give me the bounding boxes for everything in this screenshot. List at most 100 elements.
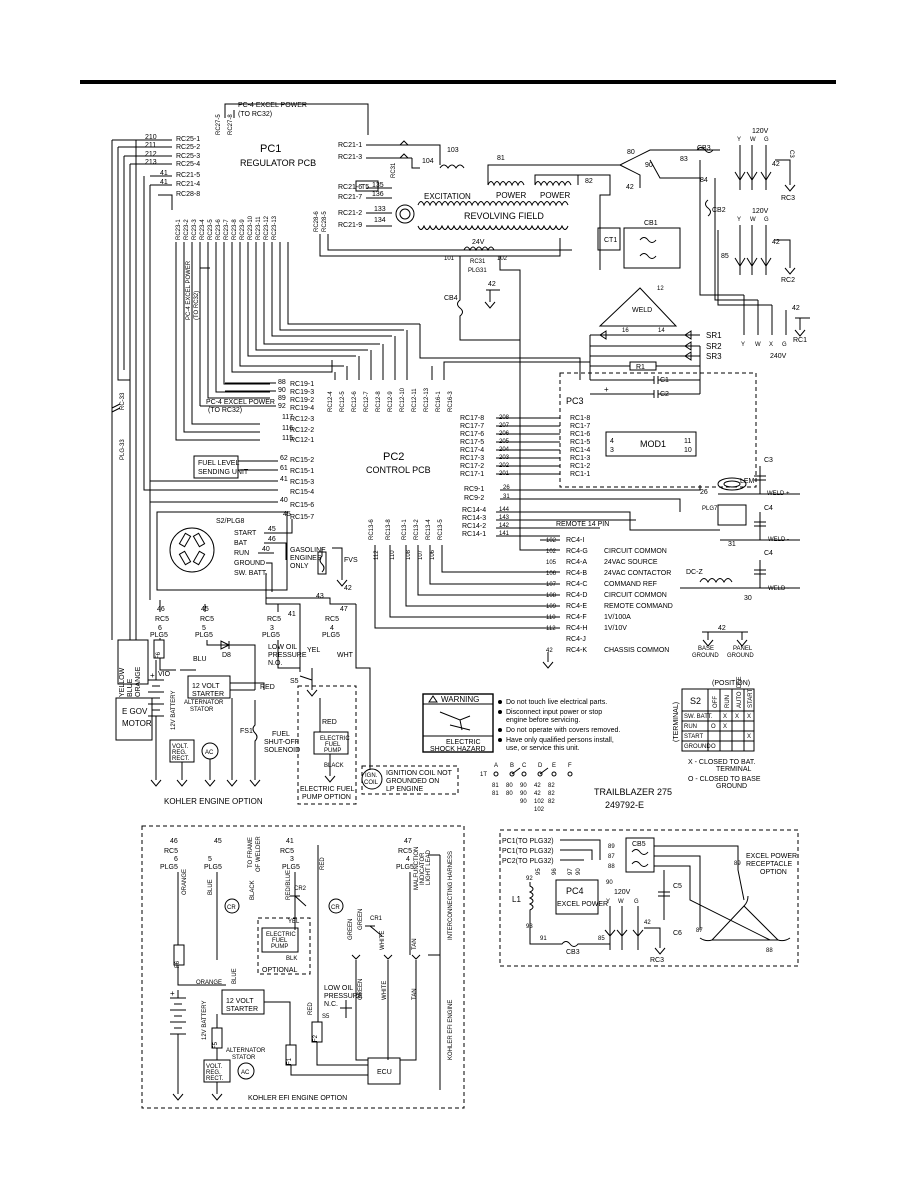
svg-text:45: 45 <box>268 526 276 533</box>
svg-text:RC17-3: RC17-3 <box>460 455 484 462</box>
svg-text:91: 91 <box>540 936 547 942</box>
warning-box <box>422 693 494 753</box>
excitation-label: EXCITATION <box>424 192 471 201</box>
svg-text:3: 3 <box>290 856 294 863</box>
svg-text:RC23-4: RC23-4 <box>200 219 206 240</box>
svg-text:RC12-10: RC12-10 <box>400 387 406 412</box>
svg-text:(TO RC32): (TO RC32) <box>208 407 242 414</box>
svg-text:82: 82 <box>548 799 555 805</box>
svg-text:RC12-7: RC12-7 <box>364 391 370 412</box>
svg-text:10: 10 <box>684 447 692 454</box>
svg-text:W: W <box>618 899 624 905</box>
warning-title: WARNING <box>441 695 479 704</box>
svg-text:CR2: CR2 <box>294 886 307 892</box>
svg-text:TERMINAL: TERMINAL <box>716 766 752 773</box>
svg-text:141: 141 <box>499 531 510 537</box>
svg-text:C3: C3 <box>764 457 773 464</box>
svg-text:PLG5: PLG5 <box>160 864 178 871</box>
svg-text:82: 82 <box>548 783 555 789</box>
svg-text:RED/BLUE: RED/BLUE <box>286 870 292 900</box>
svg-text:90: 90 <box>606 880 613 886</box>
svg-text:LOW OIL: LOW OIL <box>324 985 353 992</box>
svg-text:G: G <box>782 342 787 348</box>
efp-option-box <box>297 685 357 805</box>
svg-text:31: 31 <box>503 494 510 500</box>
svg-text:IGN.: IGN. <box>365 773 378 779</box>
svg-text:COMMAND REF: COMMAND REF <box>604 581 657 588</box>
svg-text:RED: RED <box>322 719 337 726</box>
svg-text:RC25-1: RC25-1 <box>176 136 200 143</box>
svg-text:120V: 120V <box>752 208 769 215</box>
svg-text:88: 88 <box>608 864 615 870</box>
svg-text:41: 41 <box>160 170 168 177</box>
svg-text:MOTOR: MOTOR <box>122 719 152 728</box>
svg-text:104: 104 <box>422 158 434 165</box>
svg-text:RECT.: RECT. <box>172 756 190 762</box>
cb4-label: CB4 <box>444 295 458 302</box>
svg-text:42: 42 <box>534 783 541 789</box>
svg-text:RC9-2: RC9-2 <box>464 495 484 502</box>
svg-text:80: 80 <box>627 149 635 156</box>
rc2-label: RC2 <box>781 277 795 284</box>
cb5-box <box>625 837 655 873</box>
header-rule <box>80 80 836 84</box>
svg-text:RC15-7: RC15-7 <box>290 514 314 521</box>
svg-text:STARTER: STARTER <box>226 1006 258 1013</box>
svg-text:REG.: REG. <box>172 750 187 756</box>
starter-box <box>187 675 231 699</box>
svg-text:GROUND: GROUND <box>692 653 719 659</box>
svg-text:BLK: BLK <box>286 956 297 962</box>
svg-text:YELLOW: YELLOW <box>119 667 126 697</box>
weld-minus2-label: WELD - <box>768 586 789 592</box>
svg-text:RC1-7: RC1-7 <box>570 423 590 430</box>
remote-rows: 102 RC4-I 102 RC4-G CIRCUIT COMMON 105 R… <box>519 360 673 669</box>
svg-text:RC1-3: RC1-3 <box>570 455 590 462</box>
svg-text:26: 26 <box>700 489 708 496</box>
pc1-subtitle: REGULATOR PCB <box>240 158 316 168</box>
svg-text:RC19-4: RC19-4 <box>290 405 314 412</box>
svg-text:F6: F6 <box>175 960 181 968</box>
pc1-title: PC1 <box>260 143 281 155</box>
svg-text:PUMP: PUMP <box>271 944 288 950</box>
svg-text:SENDING UNIT: SENDING UNIT <box>198 469 249 476</box>
pc2-top-pins: RC12-4 RC12-5 RC12-6 RC12-7 RC12-8 RC12-… <box>328 324 590 412</box>
svg-text:RC15-6: RC15-6 <box>290 502 314 509</box>
svg-text:82: 82 <box>548 791 555 797</box>
svg-text:12V BATTERY: 12V BATTERY <box>171 691 177 730</box>
svg-text:RUN: RUN <box>234 550 249 557</box>
svg-text:C3: C3 <box>788 150 794 158</box>
svg-text:RC12-4: RC12-4 <box>328 391 334 412</box>
svg-text:RECEPTACLE: RECEPTACLE <box>746 861 792 868</box>
svg-text:RC19-2: RC19-2 <box>290 397 314 404</box>
pc2-excel-label: PC-4 EXCEL POWER <box>206 399 275 406</box>
svg-text:RC13-6: RC13-6 <box>369 519 375 540</box>
svg-text:102: 102 <box>534 807 545 813</box>
pc2-title: PC2 <box>383 451 404 463</box>
svg-text:46: 46 <box>170 838 178 845</box>
svg-text:X: X <box>723 714 727 720</box>
f6-fuse <box>153 639 165 659</box>
svg-text:FUEL: FUEL <box>325 742 341 748</box>
svg-text:BLUE: BLUE <box>208 879 214 895</box>
ct1-label: CT1 <box>604 237 617 244</box>
svg-text:S5: S5 <box>322 1014 330 1020</box>
svg-text:RC21-5: RC21-5 <box>176 172 200 179</box>
svg-text:42: 42 <box>644 920 651 926</box>
svg-text:109: 109 <box>546 604 557 610</box>
svg-text:AC: AC <box>205 750 214 756</box>
svg-text:RC4-C: RC4-C <box>566 581 587 588</box>
svg-text:90: 90 <box>278 387 286 394</box>
svg-text:89: 89 <box>278 395 286 402</box>
svg-text:RC9-1: RC9-1 <box>464 486 484 493</box>
svg-text:LIGHT LEAD: LIGHT LEAD <box>426 849 432 885</box>
svg-text:212: 212 <box>145 151 157 158</box>
pc1-excel-to: (TO RC32) <box>238 111 272 118</box>
svg-text:RC31: RC31 <box>391 162 397 178</box>
efi-f6-fuse <box>173 944 185 966</box>
svg-text:CIRCUIT COMMON: CIRCUIT COMMON <box>604 548 667 555</box>
svg-text:RC5: RC5 <box>280 848 294 855</box>
svg-text:BLU: BLU <box>193 656 207 663</box>
svg-text:ONLY: ONLY <box>290 563 309 570</box>
svg-text:31: 31 <box>728 541 736 548</box>
svg-text:KOHLER EFI ENGINE: KOHLER EFI ENGINE <box>448 1000 454 1060</box>
